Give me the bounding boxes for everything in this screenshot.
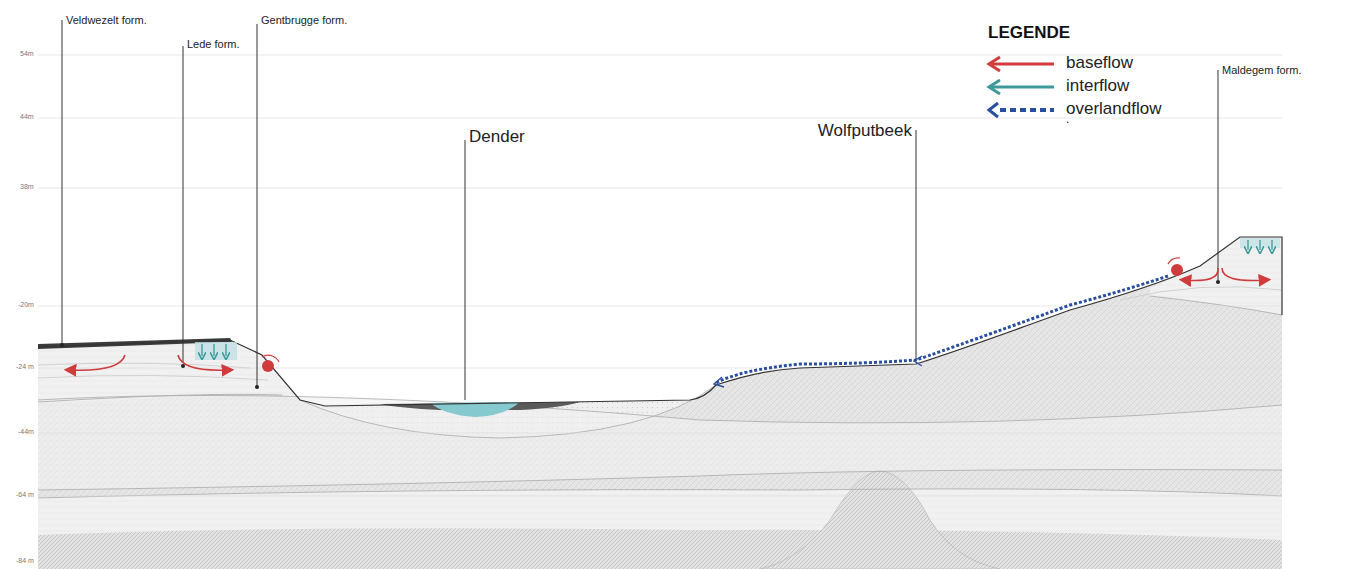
legend-samples [989, 57, 1054, 117]
formation-label: Lede form. [187, 38, 240, 50]
axis-label: -44m [18, 428, 34, 436]
axis-label: -20m [18, 301, 34, 309]
legend-text: interflow [1066, 77, 1129, 96]
legend-text: overlandflow [1066, 100, 1161, 119]
axis-label: -84 m [16, 557, 34, 565]
formation-label: Maldegem form. [1222, 64, 1301, 76]
axis-label: -24 m [16, 363, 34, 371]
legend-text: baseflow [1066, 54, 1133, 73]
axis-label: 38m [20, 183, 34, 191]
formation-label: Gentbrugge form. [261, 14, 347, 26]
axis-label: 44m [20, 113, 34, 121]
river-label: Dender [469, 128, 525, 147]
legend-title: LEGENDE [988, 24, 1070, 43]
formation-label: Veldwezelt form. [66, 14, 147, 26]
stream-label: Wolfputbeek [818, 122, 912, 141]
axis-label: -64 m [16, 491, 34, 499]
axis-label: 54m [20, 50, 34, 58]
